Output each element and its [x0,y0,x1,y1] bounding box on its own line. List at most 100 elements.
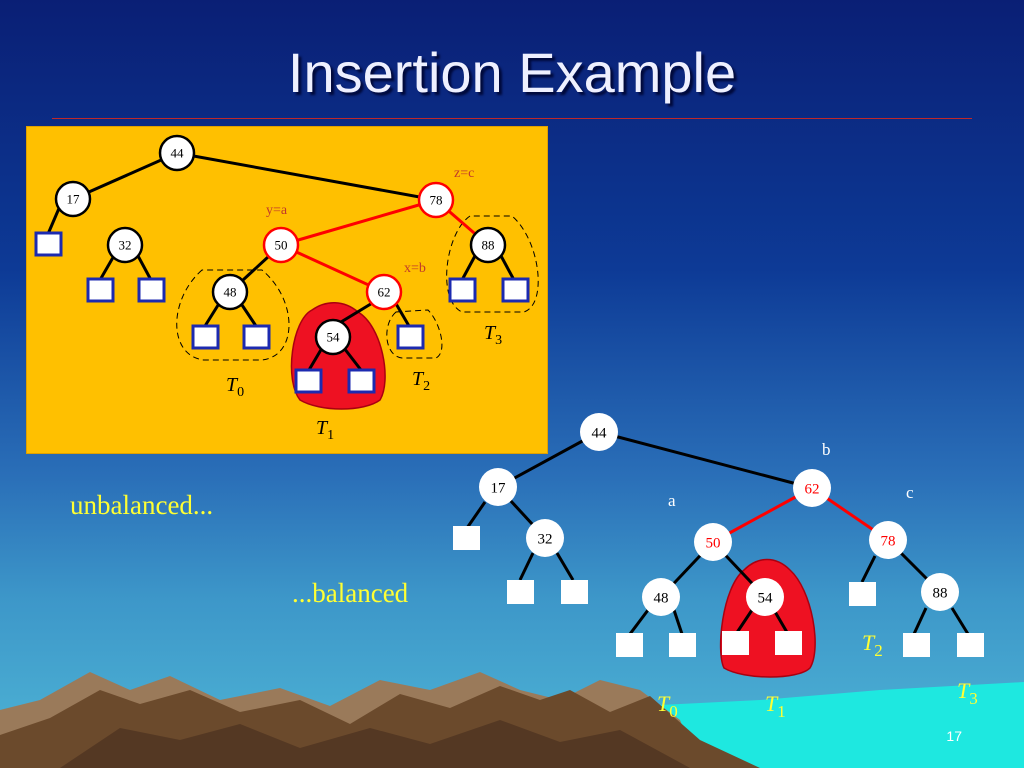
leaf [507,580,534,604]
node-key: 50 [275,238,288,253]
label-z: z=c [454,166,474,181]
node-circle [54,180,92,218]
label-b: b [822,440,831,459]
tree-node-44: 44 [580,413,618,451]
subtree-t0-outline [176,269,290,361]
node-circle [417,181,455,219]
leaf [448,277,477,303]
subtree-label-t3: T3 [957,678,978,708]
node-circle [526,519,564,557]
tree-node-50: 50 [262,226,300,264]
tree-node-32: 32 [526,519,564,557]
node-key: 54 [758,590,774,606]
subtree-label-t2: T2 [862,630,883,660]
tree-node-17: 17 [54,180,92,218]
label-x: x=b [404,261,426,276]
node-key: 44 [592,425,608,441]
leaf [86,277,115,303]
tree-node-50: 50 [694,523,732,561]
leaf [242,324,271,350]
subtree-t1-blob [719,558,816,678]
leaf [294,368,323,394]
node-circle [921,573,959,611]
tree-node-48: 48 [211,273,249,311]
node-key: 50 [706,535,721,551]
node-key: 32 [119,238,132,253]
tree-edge [497,430,600,489]
tree-node-88: 88 [921,573,959,611]
leaf-edges [465,501,970,635]
subtree-t2-outline [386,309,443,359]
tree-edge [280,198,437,247]
node-circle [106,226,144,264]
tree-node-17: 17 [479,468,517,506]
tree-node-44: 44 [158,134,196,172]
subtree-label-t1: T1 [765,691,786,721]
node-circle [479,468,517,506]
node-circle [314,318,352,356]
subtree-label-t0: T0 [226,374,244,400]
node-key: 54 [327,330,341,345]
title-rule [52,118,972,119]
leaf [722,631,749,655]
tree-node-54: 54 [314,318,352,356]
node-circle [262,226,300,264]
leaf [669,633,696,657]
node-circle [642,578,680,616]
leaf [775,631,802,655]
node-circle [869,521,907,559]
unbalanced-caption: unbalanced... [70,490,214,520]
slide-title: Insertion Example [287,41,737,104]
node-circle [746,578,784,616]
leaf [561,580,588,604]
node-key: 78 [430,193,443,208]
leaves [453,526,984,657]
node-circle [469,226,507,264]
tree-node-88: 88 [469,226,507,264]
leaf [191,324,220,350]
label-c: c [906,483,914,502]
leaf [501,277,530,303]
subtree-t3-outline [446,215,539,313]
node-key: 62 [805,481,820,497]
leaf [957,633,984,657]
tree-node-54: 54 [746,578,784,616]
node-key: 48 [654,590,669,606]
node-key: 44 [171,146,185,161]
node-circle [365,273,403,311]
leaf [396,324,425,350]
node-key: 88 [482,238,495,253]
mountain-shadow [60,720,690,768]
leaf [137,277,166,303]
node-circle [580,413,618,451]
subtree-label-t2: T2 [412,368,430,394]
tree-edge [280,243,385,294]
leaf [34,231,63,257]
subtree-label-t1: T1 [316,417,334,443]
node-key: 78 [881,533,896,549]
leaf [616,633,643,657]
node-circle [694,523,732,561]
leaf [903,633,930,657]
tree-edge [176,151,437,202]
node-key: 88 [933,585,948,601]
node-key: 32 [538,531,553,547]
tree-node-32: 32 [106,226,144,264]
tree-node-48: 48 [642,578,680,616]
node-key: 17 [491,480,507,496]
node-key: 62 [378,285,391,300]
node-circle [158,134,196,172]
tree-edge [72,151,178,201]
node-circle [211,273,249,311]
tree-node-78: 78 [869,521,907,559]
leaf-edges [46,205,516,371]
label-a: a [668,491,676,510]
leaf [347,368,376,394]
subtree-label-t3: T3 [484,322,502,348]
leaf [453,526,480,550]
balanced-caption: ...balanced [292,578,409,608]
